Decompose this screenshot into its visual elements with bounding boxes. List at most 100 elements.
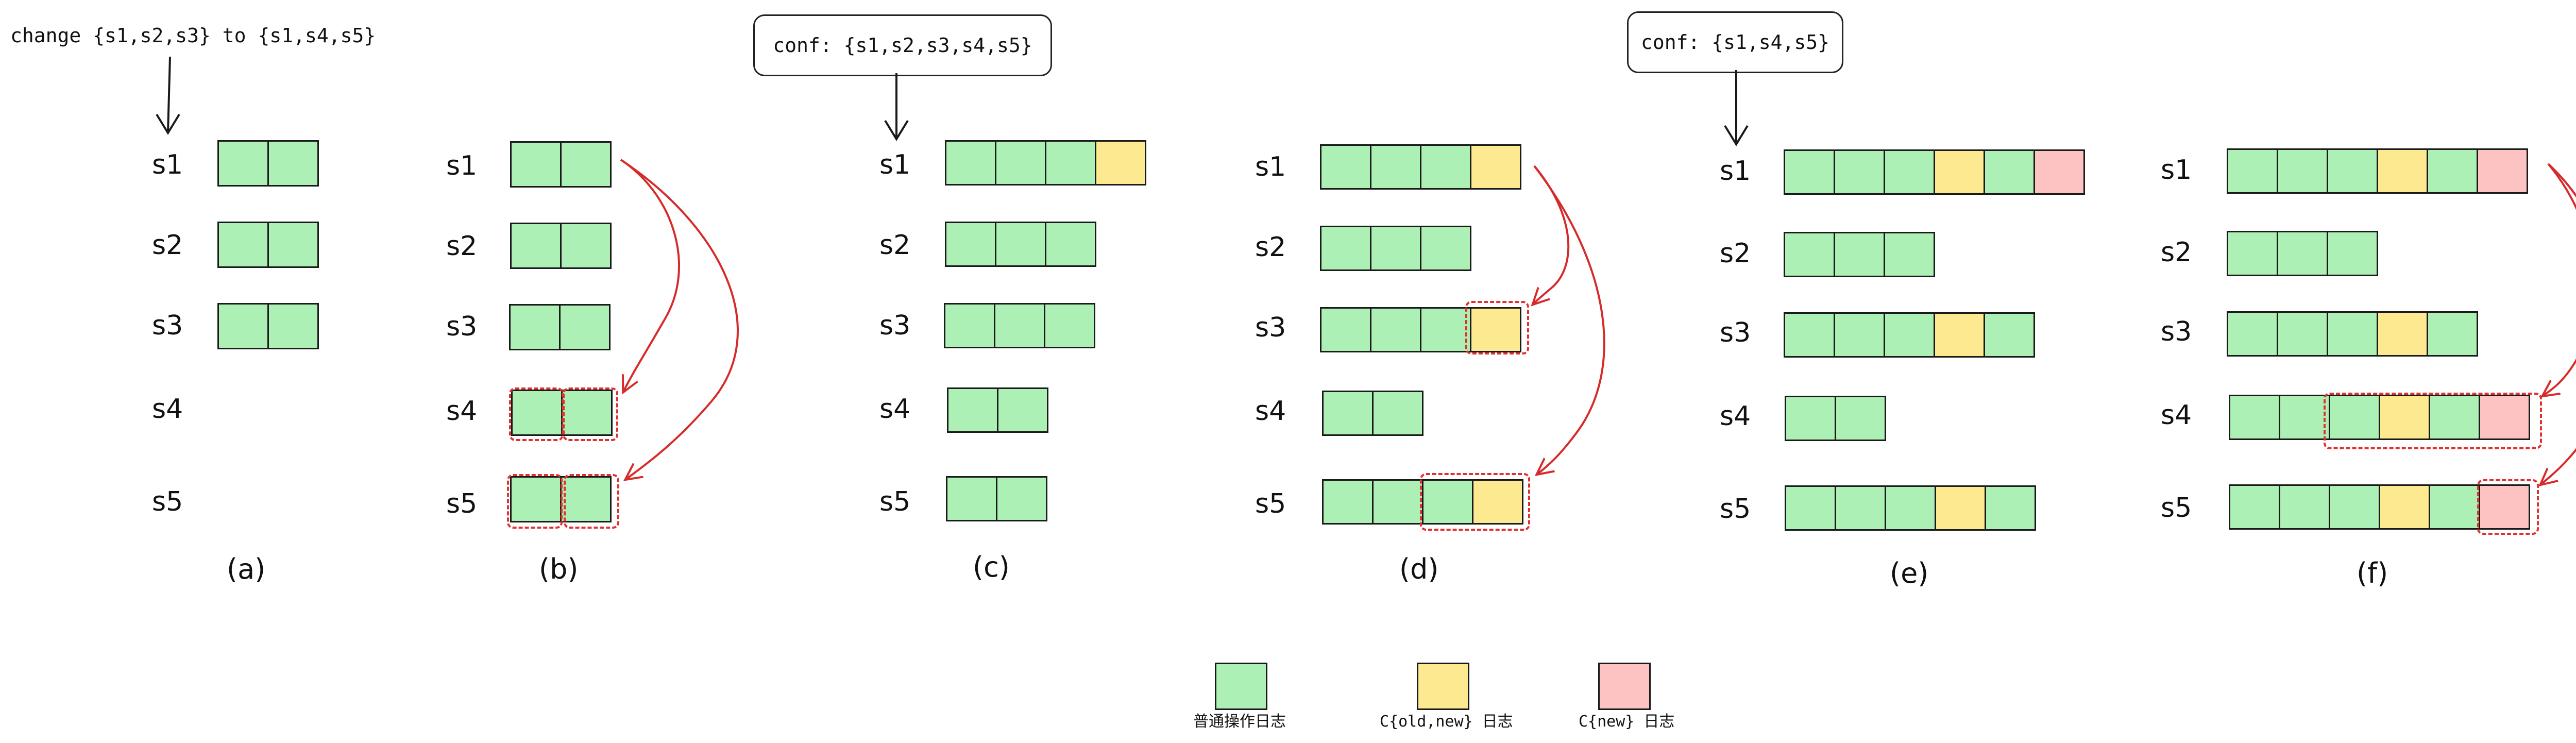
log-entry-c-s1-1 (945, 140, 996, 185)
log-entry-a-s2-2 (267, 222, 319, 268)
log-entry-f-s1-6 (2477, 148, 2528, 194)
row-label-a-s3: s3 (152, 310, 183, 341)
log-entry-c-s1-2 (995, 140, 1046, 185)
row-label-b-s3: s3 (446, 311, 478, 342)
row-label-f-s5: s5 (2161, 493, 2192, 524)
row-label-d-s3: s3 (1255, 312, 1286, 343)
log-entry-d-s3-4 (1470, 307, 1521, 352)
replicate-arrow-f-s5 (2541, 163, 2576, 484)
log-entry-f-s3-1 (2227, 311, 2278, 357)
log-entry-e-s1-5 (1984, 149, 2035, 195)
log-entry-b-s1-2 (560, 141, 612, 188)
log-entry-d-s4-2 (1372, 391, 1423, 436)
log-entry-d-s1-3 (1420, 144, 1471, 190)
caption-b: (b) (539, 553, 579, 585)
row-label-b-s2: s2 (446, 231, 478, 262)
down-arrow-e (1724, 70, 1749, 146)
log-entry-c-s5-2 (996, 476, 1047, 521)
log-entry-f-s3-3 (2327, 311, 2378, 357)
replicate-arrow-b-s5 (620, 159, 739, 479)
row-label-d-s4: s4 (1255, 396, 1286, 427)
log-entry-d-s1-4 (1470, 144, 1521, 190)
legend-label-old-new: C{old,new} 日志 (1380, 713, 1513, 731)
log-entry-f-s5-4 (2379, 484, 2430, 530)
down-arrow-a (156, 56, 180, 135)
row-label-e-s2: s2 (1720, 238, 1751, 269)
legend-label-normal: 普通操作日志 (1193, 713, 1286, 731)
row-label-e-s3: s3 (1720, 317, 1751, 348)
log-entry-f-s4-4 (2379, 395, 2430, 440)
row-label-d-s5: s5 (1255, 488, 1286, 519)
log-entry-e-s4-1 (1785, 396, 1836, 441)
replicate-arrow-b-s4 (620, 159, 680, 392)
log-entry-e-s1-6 (2033, 149, 2085, 195)
log-entry-f-s3-5 (2427, 311, 2478, 357)
highlight-f-s5 (2477, 479, 2539, 535)
log-entry-f-s4-1 (2229, 395, 2280, 440)
log-entry-b-s2-2 (560, 223, 612, 269)
down-arrow-c (884, 73, 909, 141)
highlight-d-s5 (1420, 473, 1530, 531)
replicate-arrow-f-s4 (2543, 163, 2576, 396)
log-entry-f-s5-3 (2329, 484, 2380, 530)
log-entry-e-s3-3 (1884, 312, 1935, 358)
log-entry-c-s4-2 (997, 387, 1048, 433)
log-entry-c-s2-1 (945, 222, 996, 267)
log-entry-d-s2-3 (1420, 226, 1471, 271)
change-note: change {s1,s2,s3} to {s1,s4,s5} (10, 24, 376, 47)
row-label-f-s1: s1 (2161, 155, 2192, 185)
row-label-f-s2: s2 (2161, 237, 2192, 268)
row-label-b-s4: s4 (446, 396, 478, 427)
log-entry-b-s4-1 (511, 390, 563, 436)
log-entry-f-s5-1 (2229, 484, 2280, 530)
log-entry-c-s2-3 (1045, 222, 1096, 267)
caption-f: (f) (2357, 557, 2388, 589)
log-entry-c-s3-2 (994, 303, 1045, 348)
row-label-c-s1: s1 (879, 149, 911, 180)
caption-d: (d) (1399, 553, 1439, 585)
row-label-b-s5: s5 (446, 488, 478, 519)
log-entry-a-s3-2 (267, 303, 319, 349)
log-entry-c-s2-2 (995, 222, 1046, 267)
log-entry-f-s5-6 (2479, 484, 2530, 530)
row-label-f-s4: s4 (2161, 400, 2192, 431)
log-entry-f-s3-2 (2277, 311, 2328, 357)
caption-e: (e) (1890, 557, 1929, 589)
log-entry-d-s5-3 (1422, 479, 1473, 525)
row-label-d-s2: s2 (1255, 232, 1286, 263)
log-entry-f-s2-2 (2277, 231, 2328, 276)
log-entry-b-s4-2 (561, 390, 613, 436)
log-entry-c-s1-4 (1095, 140, 1146, 185)
log-entry-d-s5-2 (1372, 479, 1423, 525)
highlight-b-s4-2 (563, 387, 618, 441)
row-label-c-s3: s3 (879, 310, 911, 341)
row-label-e-s4: s4 (1720, 401, 1751, 432)
log-entry-d-s1-2 (1370, 144, 1421, 190)
log-entry-e-s3-5 (1984, 312, 2035, 358)
log-entry-a-s1-2 (267, 140, 319, 187)
legend-swatch-normal (1215, 663, 1267, 710)
replicate-arrow-d-s5 (1533, 165, 1605, 474)
log-entry-f-s4-6 (2479, 395, 2530, 440)
log-entry-d-s5-4 (1472, 479, 1523, 525)
log-entry-e-s3-4 (1934, 312, 1985, 358)
log-entry-f-s5-5 (2429, 484, 2480, 530)
replicate-arrow-d-s3 (1533, 165, 1570, 304)
caption-c: (c) (973, 551, 1010, 583)
log-entry-f-s4-5 (2429, 395, 2480, 440)
log-entry-c-s1-3 (1045, 140, 1096, 185)
row-label-f-s3: s3 (2161, 316, 2192, 347)
row-label-a-s1: s1 (152, 149, 183, 180)
row-label-c-s2: s2 (879, 230, 911, 261)
log-entry-b-s3-1 (509, 304, 561, 350)
log-entry-e-s1-1 (1784, 149, 1835, 195)
legend-swatch-new (1598, 663, 1651, 710)
log-entry-e-s2-3 (1884, 232, 1935, 277)
log-entry-b-s3-2 (559, 304, 611, 350)
log-entry-e-s5-4 (1935, 485, 1986, 531)
log-entry-f-s1-2 (2277, 148, 2328, 194)
log-entry-c-s3-3 (1044, 303, 1095, 348)
log-entry-e-s5-5 (1985, 485, 2036, 531)
